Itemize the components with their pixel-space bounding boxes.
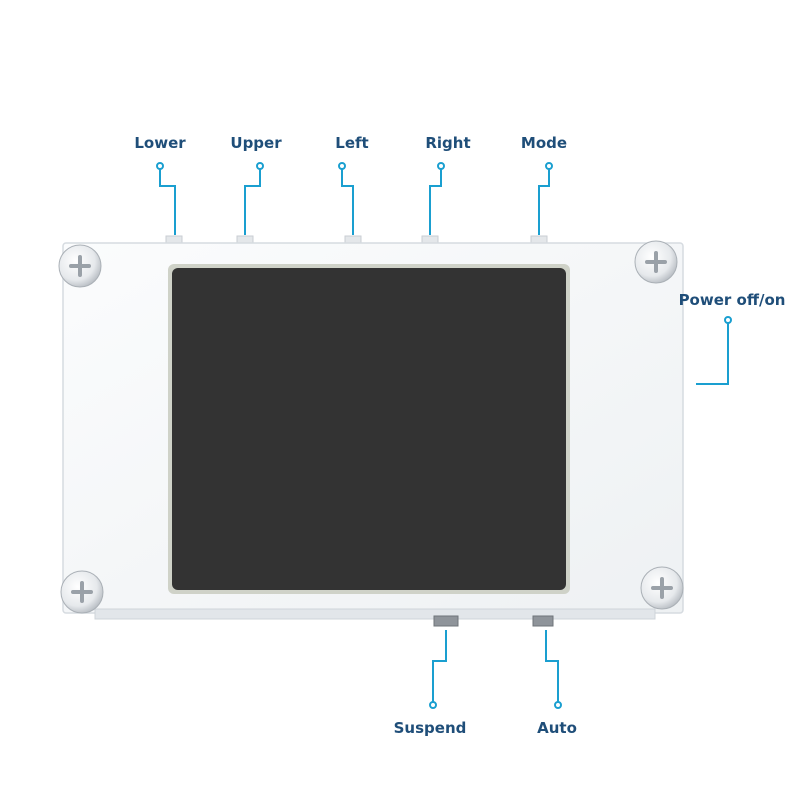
auto-leader-line	[545, 630, 562, 709]
screw-top-right	[634, 240, 678, 284]
screw-bottom-right	[640, 566, 684, 610]
left-leader-line	[338, 162, 354, 235]
suspend-label: Suspend	[393, 719, 467, 737]
suspend-button	[433, 615, 459, 627]
right-label: Right	[425, 134, 471, 152]
mode-leader-line	[538, 162, 553, 235]
upper-leader-line	[244, 162, 264, 235]
auto-button	[532, 615, 554, 627]
screw-bottom-left	[60, 570, 104, 614]
power-label: Power off/on	[678, 291, 786, 309]
mode-label: Mode	[520, 134, 568, 152]
top-buttons	[165, 235, 548, 245]
lower-leader-line	[156, 162, 176, 235]
screw-top-left	[58, 244, 102, 288]
auto-label: Auto	[537, 719, 577, 737]
suspend-leader-line	[429, 630, 447, 709]
lower-label: Lower	[134, 134, 186, 152]
lcd-screen	[172, 268, 566, 590]
case-bottom-edge	[94, 608, 656, 620]
right-leader-line	[429, 162, 445, 235]
left-label: Left	[335, 134, 369, 152]
power-leader-line	[696, 316, 732, 385]
upper-label: Upper	[230, 134, 282, 152]
